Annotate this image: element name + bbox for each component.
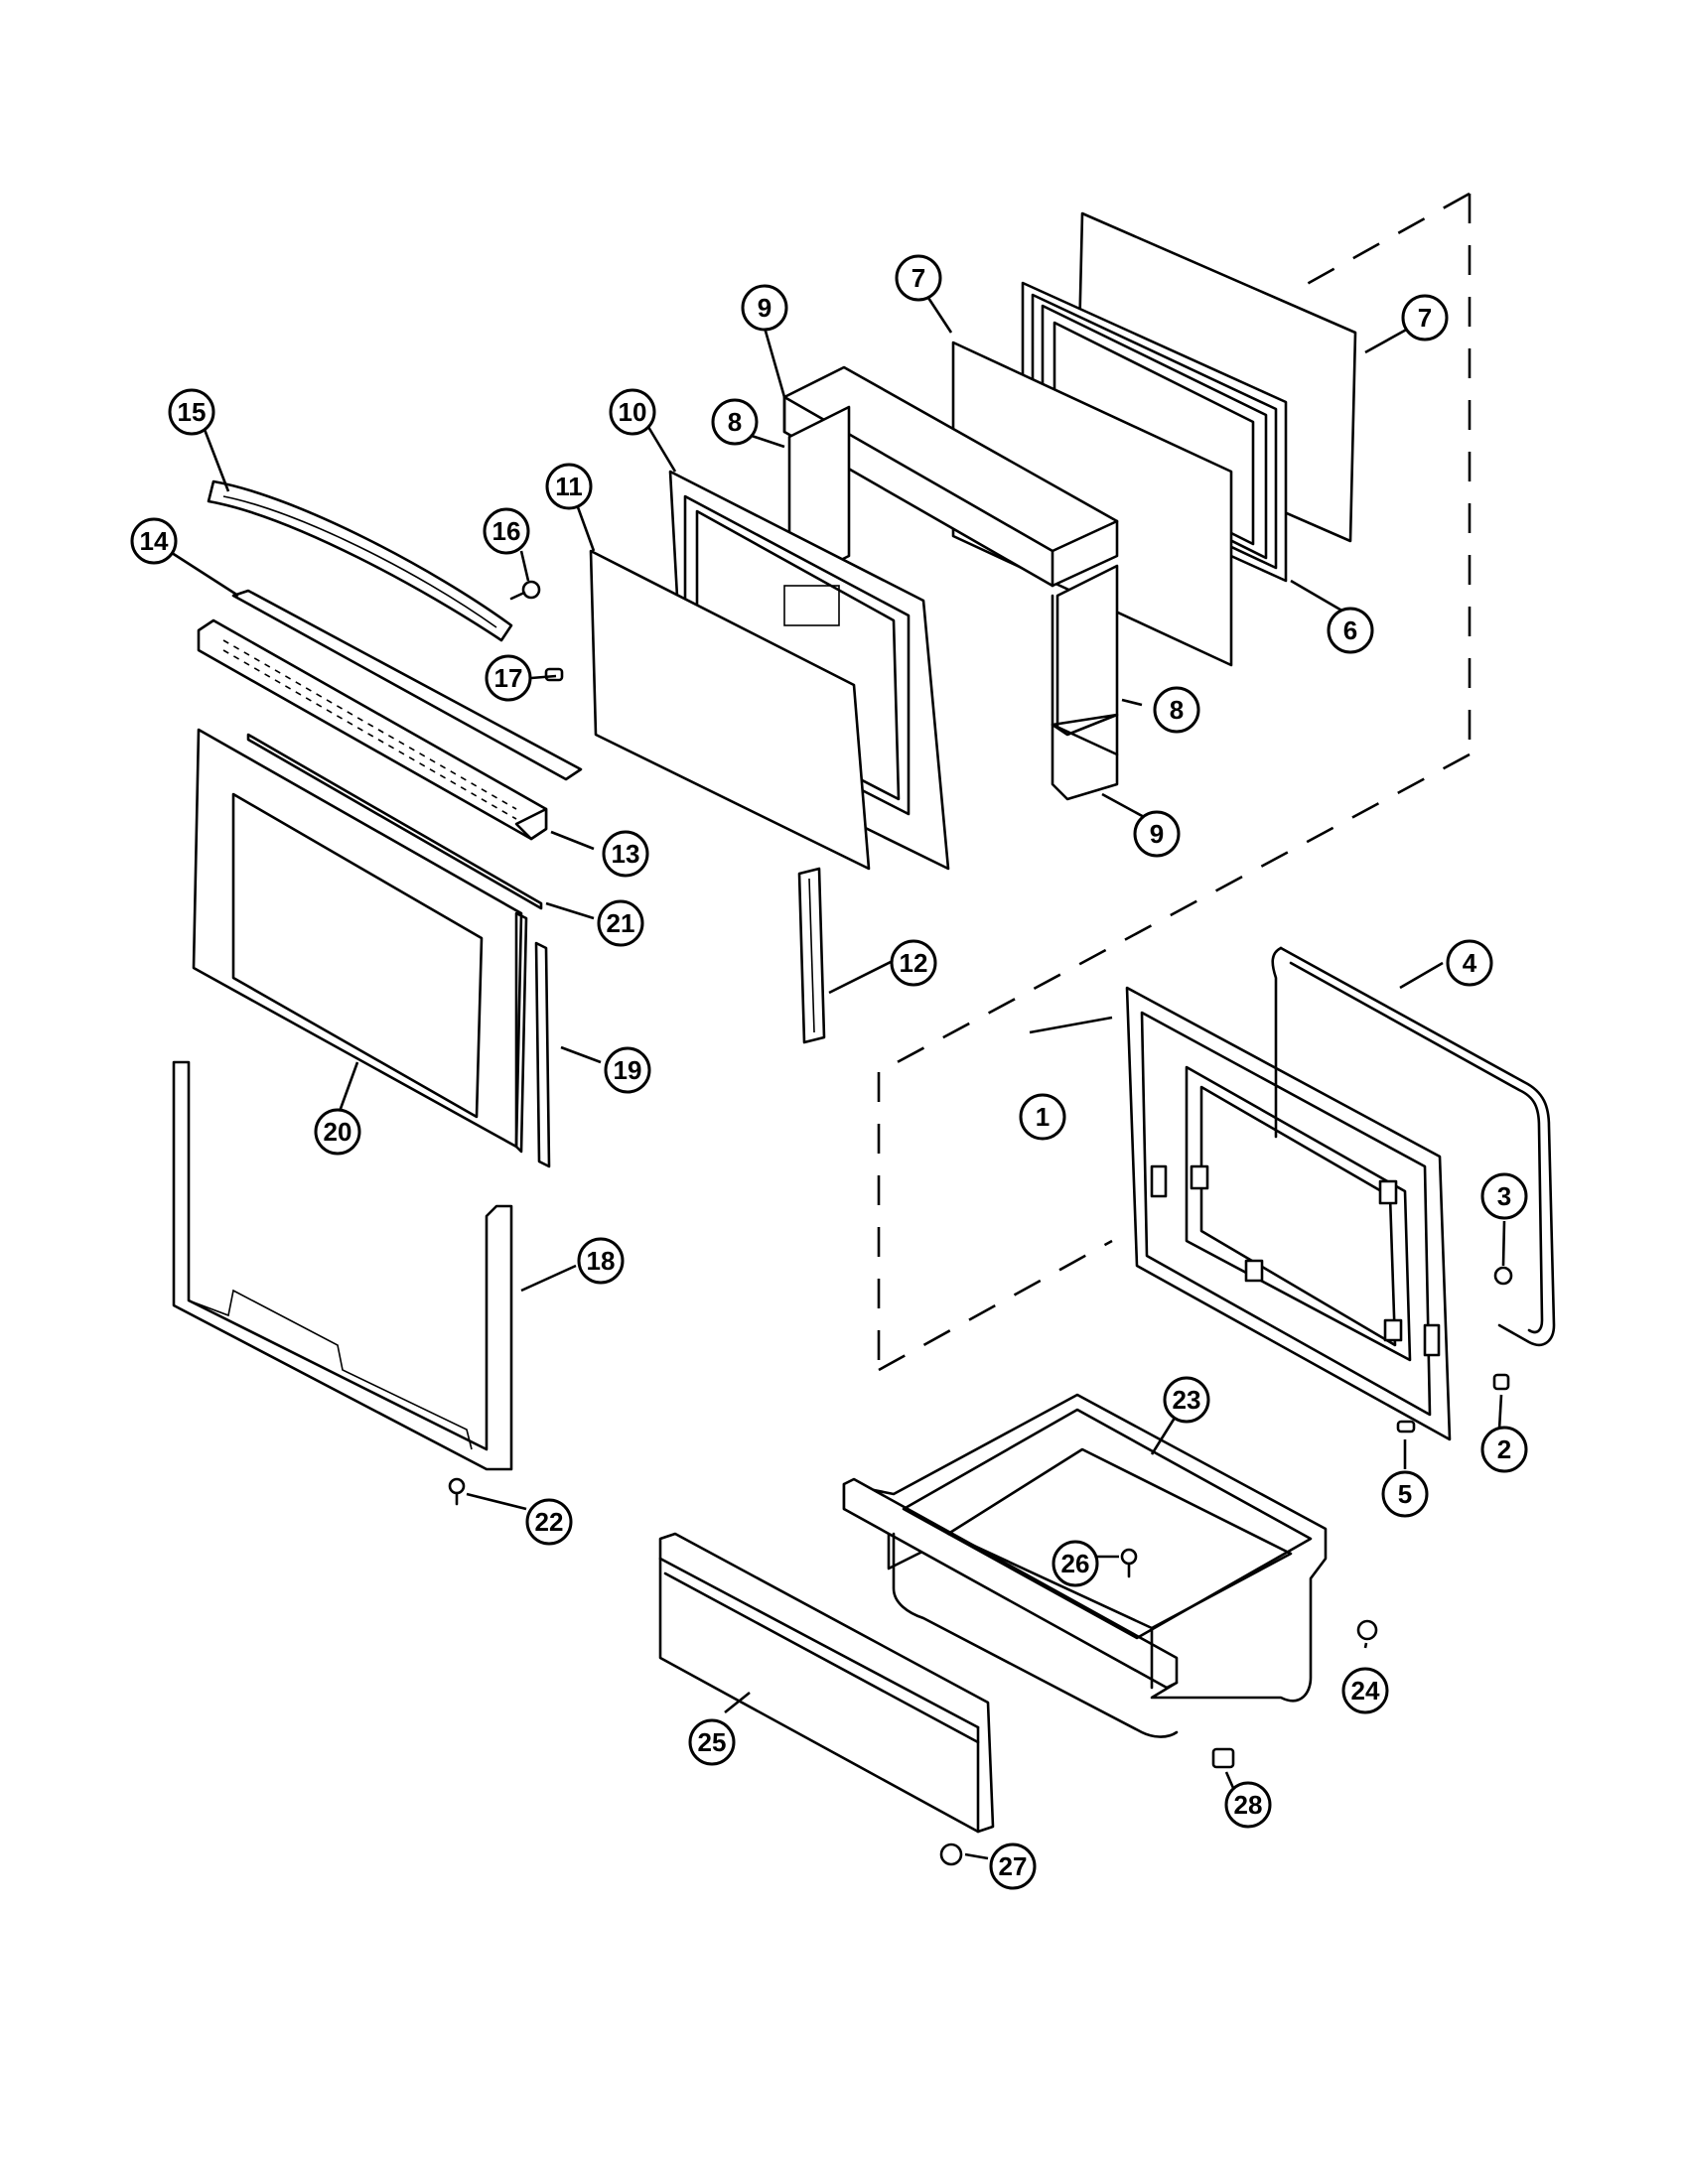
part-18-door-frame [172, 1060, 513, 1471]
callout-1: 1 [1019, 1093, 1066, 1141]
svg-text:27: 27 [999, 1851, 1028, 1881]
svg-text:4: 4 [1463, 948, 1477, 978]
svg-text:1: 1 [1036, 1102, 1050, 1132]
svg-text:21: 21 [607, 908, 635, 938]
part-15-door-handle [207, 479, 513, 642]
svg-text:22: 22 [535, 1507, 564, 1537]
callout-3: 3 [1480, 1172, 1528, 1220]
svg-text:2: 2 [1497, 1434, 1511, 1464]
dashed-group-outline-upper [878, 192, 1472, 1074]
part-16-screw [509, 580, 541, 601]
callout-18: 18 [577, 1237, 625, 1285]
callout-8-left: 8 [711, 398, 759, 446]
part-4-door-gasket [1271, 946, 1556, 1347]
part-19-side-trim [534, 941, 551, 1168]
callout-19: 19 [604, 1046, 651, 1094]
dashed-group-outline-lower [877, 1072, 1113, 1372]
part-20-outer-door [192, 728, 528, 1154]
part-3-nut [1493, 1266, 1513, 1286]
svg-text:15: 15 [178, 397, 207, 427]
svg-text:19: 19 [614, 1055, 642, 1085]
callout-22: 22 [525, 1498, 573, 1546]
svg-text:5: 5 [1398, 1479, 1412, 1509]
part-22-screw [448, 1477, 466, 1506]
svg-text:8: 8 [728, 407, 742, 437]
callout-24: 24 [1341, 1667, 1389, 1714]
callout-4: 4 [1446, 939, 1493, 987]
callout-16: 16 [483, 507, 530, 555]
callout-17: 17 [485, 654, 532, 702]
part-2-clip [1492, 1373, 1510, 1391]
part-13-vent-trim [197, 618, 548, 841]
part-24-nut [1356, 1619, 1378, 1641]
svg-text:26: 26 [1061, 1549, 1090, 1578]
callout-20: 20 [314, 1108, 361, 1156]
part-17-clip [544, 667, 564, 682]
callout-26: 26 [1052, 1540, 1099, 1587]
svg-text:9: 9 [1150, 819, 1164, 849]
part-9-insulation [782, 365, 1119, 801]
callout-5: 5 [1381, 1470, 1429, 1518]
callout-21: 21 [597, 899, 644, 947]
callout-11: 11 [545, 463, 593, 510]
svg-text:9: 9 [758, 293, 772, 323]
part-14-trim-strip [231, 589, 583, 781]
svg-text:7: 7 [1418, 303, 1432, 333]
callout-8-right: 8 [1153, 686, 1200, 734]
callout-2: 2 [1480, 1426, 1528, 1473]
callout-28: 28 [1224, 1781, 1272, 1829]
callout-7-inner: 7 [895, 254, 942, 302]
svg-text:6: 6 [1343, 615, 1357, 645]
part-28-clip [1211, 1747, 1235, 1769]
svg-text:13: 13 [612, 839, 640, 869]
callout-12: 12 [890, 939, 937, 987]
part-27-knob [939, 1843, 963, 1866]
callout-23: 23 [1163, 1376, 1210, 1424]
part-21-gasket-strip [246, 733, 543, 910]
svg-text:23: 23 [1173, 1385, 1201, 1415]
callout-25: 25 [688, 1718, 736, 1766]
part-1-oven-door-liner [1125, 986, 1452, 1441]
svg-text:7: 7 [912, 263, 925, 293]
svg-text:28: 28 [1234, 1790, 1263, 1820]
svg-text:11: 11 [555, 472, 583, 501]
svg-text:24: 24 [1351, 1676, 1380, 1706]
callout-7-outer: 7 [1401, 294, 1449, 341]
callout-14: 14 [130, 517, 178, 565]
svg-text:25: 25 [698, 1727, 727, 1757]
svg-text:12: 12 [900, 948, 928, 978]
svg-text:3: 3 [1497, 1181, 1511, 1211]
svg-text:18: 18 [587, 1246, 616, 1276]
callout-27: 27 [989, 1843, 1037, 1890]
svg-text:20: 20 [324, 1117, 352, 1147]
callout-10: 10 [609, 388, 656, 436]
part-11-door-glass [589, 549, 871, 871]
svg-text:14: 14 [140, 526, 169, 556]
callout-6: 6 [1327, 607, 1374, 654]
callout-13: 13 [602, 830, 649, 878]
part-26-screw [1120, 1548, 1138, 1578]
part-12-side-channel [797, 867, 826, 1044]
svg-text:17: 17 [494, 663, 523, 693]
svg-text:10: 10 [619, 397, 647, 427]
part-5-spacer [1396, 1420, 1416, 1433]
part-25-drawer-front [658, 1532, 995, 1834]
svg-text:16: 16 [492, 516, 521, 546]
callout-9-bottom: 9 [1133, 810, 1181, 858]
callout-9-top: 9 [741, 284, 788, 332]
callout-15: 15 [168, 388, 215, 436]
svg-text:8: 8 [1170, 695, 1184, 725]
